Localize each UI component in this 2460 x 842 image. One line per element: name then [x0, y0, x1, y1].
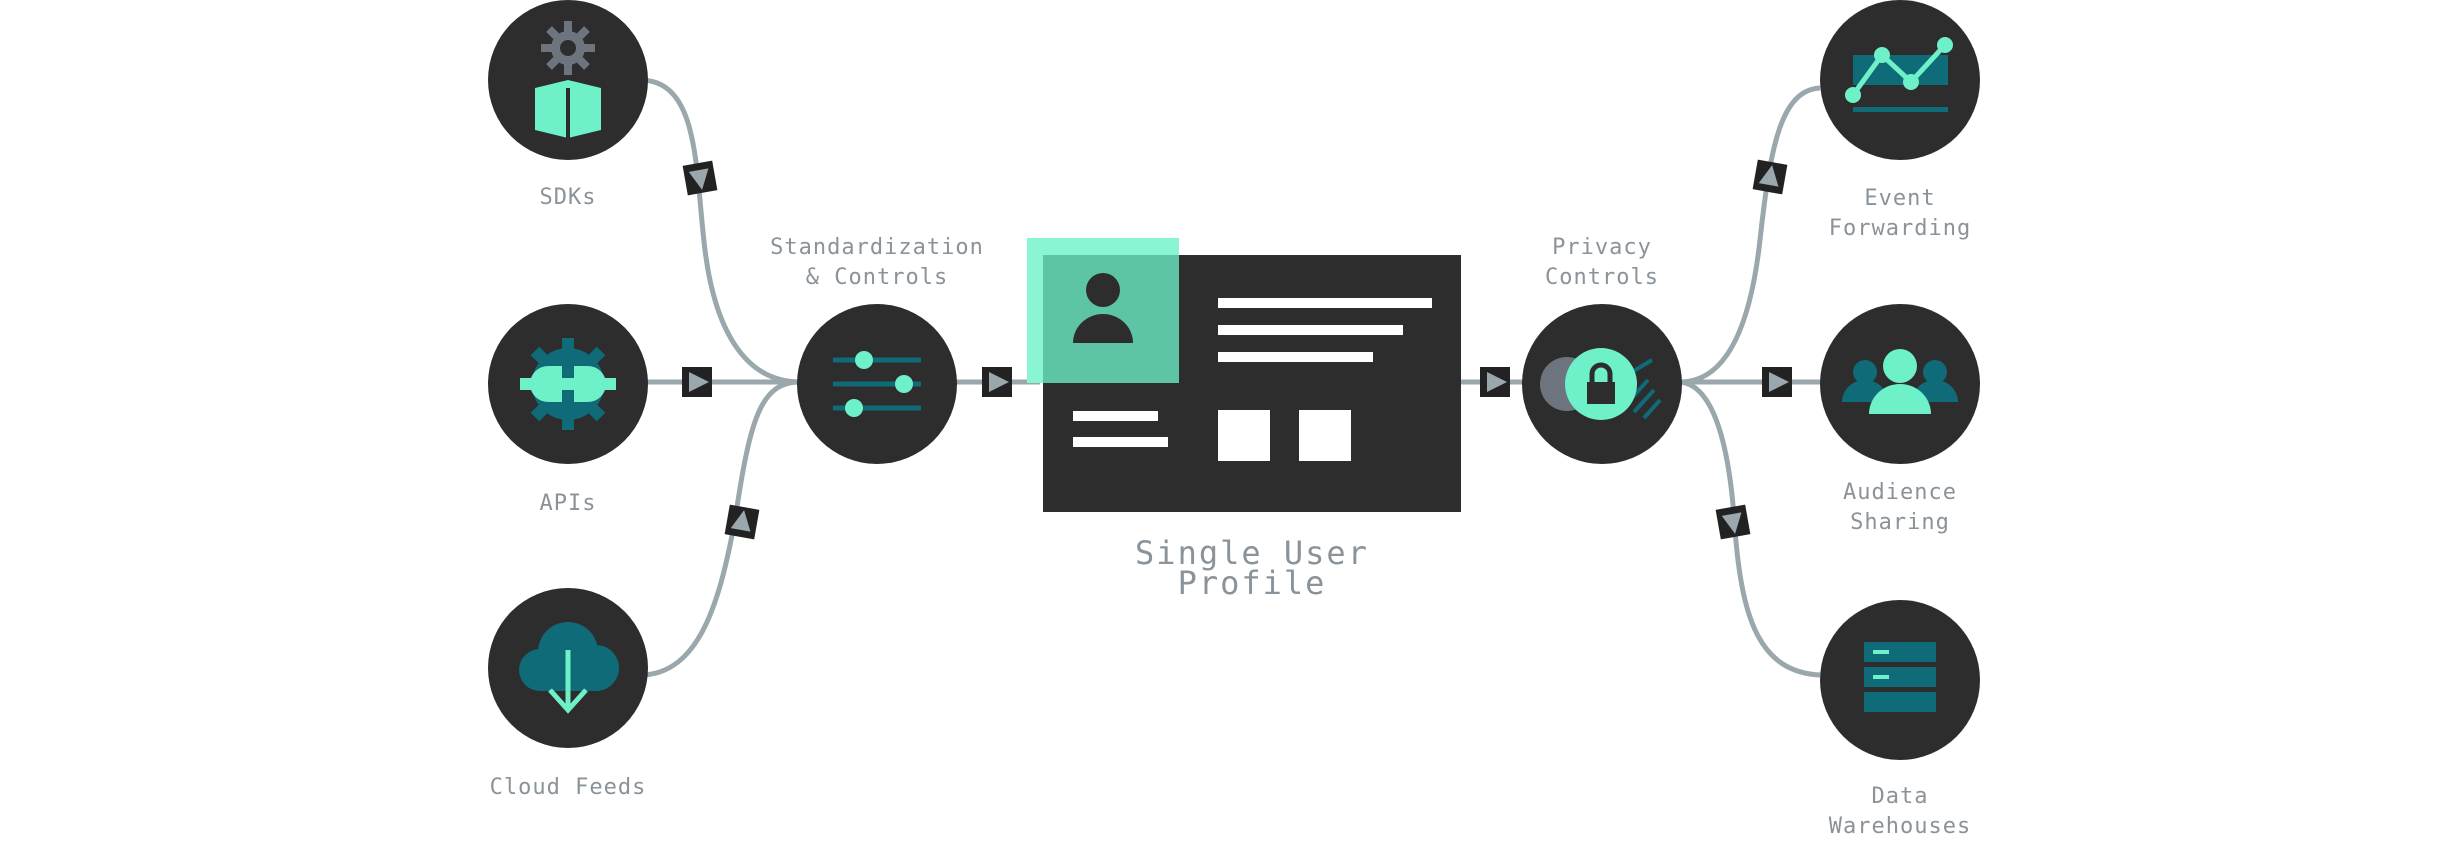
destination-node-audience-sharing [1820, 304, 1980, 464]
source-label-sdks: SDKs [539, 185, 597, 210]
audience-group-icon [1842, 349, 1958, 414]
source-node-apis [488, 304, 648, 464]
destination-label-audience-sharing: Audience Sharing [1843, 480, 1957, 535]
destination-node-event-forwarding [1820, 0, 1980, 160]
arrow-marker-profile [1480, 367, 1510, 397]
line-chart-icon [1845, 37, 1953, 112]
profile-label: Single User Profile [1135, 534, 1369, 602]
arrow-marker-standardization [982, 367, 1012, 397]
arrow-marker-sdks [682, 160, 718, 196]
arrow-marker-audience-sharing [1762, 367, 1792, 397]
arrow-marker-cloud-feeds [724, 504, 760, 540]
destination-label-event-forwarding: Event Forwarding [1828, 186, 1972, 241]
profile-text-lines [1073, 298, 1432, 447]
source-node-cloud-feeds [488, 588, 648, 748]
plug-gear-icon [520, 338, 616, 430]
connector-event-forwarding [1679, 85, 1821, 385]
arrow-marker-apis [682, 367, 712, 397]
lock-toggle-icon [1540, 348, 1662, 420]
source-label-cloud-feeds: Cloud Feeds [489, 775, 647, 800]
privacy-node [1522, 304, 1682, 464]
source-node-sdks [488, 0, 648, 160]
source-label-apis: APIs [539, 491, 597, 516]
arrow-marker-event-forwarding [1752, 159, 1788, 195]
profile-tiles [1218, 410, 1351, 461]
user-avatar-icon [1073, 273, 1133, 343]
single-user-profile-card [1027, 238, 1461, 512]
privacy-label: Privacy Controls [1545, 235, 1659, 290]
connector-cloud-feeds [639, 379, 801, 678]
arrow-markers [682, 159, 1792, 540]
connector-sdks [639, 77, 801, 385]
cloud-download-icon [519, 622, 619, 714]
destination-label-data-warehouses: Data Warehouses [1828, 784, 1972, 839]
arrow-marker-data-warehouses [1715, 504, 1751, 540]
sdk-gear-box-icon [535, 21, 601, 138]
destination-node-data-warehouses [1820, 600, 1980, 760]
standardization-node [797, 304, 957, 464]
database-icon [1864, 642, 1936, 712]
standardization-label: Standardization & Controls [770, 235, 984, 290]
